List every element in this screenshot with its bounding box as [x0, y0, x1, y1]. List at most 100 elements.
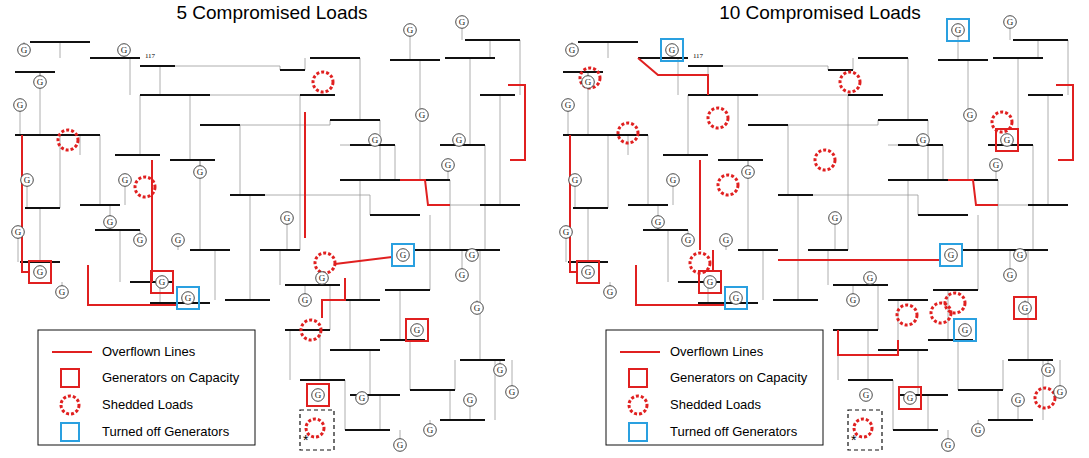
generator-node: G	[729, 291, 743, 305]
legend-sample	[618, 340, 662, 364]
generator-node: G	[33, 265, 47, 279]
generator-node: G	[989, 158, 1003, 172]
legend-text: Generators on Capacity	[102, 370, 239, 385]
generator-node: G	[505, 385, 519, 399]
generator-label: G	[561, 98, 575, 112]
generator-node: G	[403, 23, 417, 37]
legend-text: Turned off Generators	[670, 424, 797, 439]
generator-label: G	[33, 75, 47, 89]
generator-node: G	[280, 211, 294, 225]
off-squares	[661, 19, 976, 341]
generator-label: G	[989, 158, 1003, 172]
generator-node: G	[55, 285, 69, 299]
generator-label: G	[355, 391, 369, 405]
generator-node: G	[455, 15, 469, 29]
generator-node: G	[559, 225, 573, 239]
bus-number: 117	[693, 52, 703, 60]
generator-node: G	[155, 275, 169, 289]
generator-node: G	[455, 268, 469, 282]
generator-label: G	[1013, 248, 1027, 262]
generator-label: G	[951, 23, 965, 37]
generator-node: G	[1018, 301, 1032, 315]
generator-node: G	[916, 133, 930, 147]
legend-text: Generators on Capacity	[670, 370, 807, 385]
grid-right	[563, 22, 1068, 450]
generator-node: G	[171, 233, 185, 247]
generator-node: G	[118, 173, 132, 187]
generator-node: G	[665, 43, 679, 57]
generator-label: G	[396, 248, 410, 262]
generator-label: G	[1053, 385, 1067, 399]
generator-node: G	[103, 215, 117, 229]
generator-label: G	[298, 293, 312, 307]
generator-node: G	[941, 438, 955, 452]
generator-node: G	[452, 133, 466, 147]
generator-label: G	[193, 165, 207, 179]
generator-label: G	[903, 391, 917, 405]
generator-node: G	[846, 293, 860, 307]
overflown-lines	[22, 85, 525, 318]
generator-node: G	[603, 285, 617, 299]
generator-label: G	[493, 363, 507, 377]
left-overlays	[22, 72, 525, 445]
generator-node: G	[396, 248, 410, 262]
generator-node: G	[951, 23, 965, 37]
generator-node: G	[581, 75, 595, 89]
generator-node: G	[1013, 248, 1027, 262]
generator-node: G	[1053, 385, 1067, 399]
generator-label: G	[280, 211, 294, 225]
generator-label: G	[603, 285, 617, 299]
generator-node: G	[581, 265, 595, 279]
generator-node: G	[415, 108, 429, 122]
generator-label: G	[415, 108, 429, 122]
bus-number: 117	[145, 52, 155, 60]
generator-label: G	[1011, 393, 1025, 407]
legend-box	[38, 330, 255, 445]
generator-node: G	[863, 271, 877, 285]
generator-label: G	[505, 385, 519, 399]
generator-label: G	[155, 275, 169, 289]
generator-node: G	[681, 233, 695, 247]
panel-title: 10 Compromised Loads	[719, 1, 921, 24]
generator-node: G	[368, 133, 382, 147]
generator-label: G	[859, 388, 873, 402]
generator-label: G	[651, 215, 665, 229]
generator-label: G	[311, 388, 325, 402]
generator-label: G	[452, 133, 466, 147]
generator-node: G	[11, 225, 25, 239]
generator-node: G	[465, 248, 479, 262]
generator-label: G	[441, 158, 455, 172]
generator-label: G	[1000, 133, 1014, 147]
legend-text: Overflown Lines	[102, 344, 195, 359]
generator-label: G	[941, 438, 955, 452]
generator-label: G	[465, 248, 479, 262]
generator-label: G	[681, 233, 695, 247]
generator-label: G	[1018, 301, 1032, 315]
generator-node: G	[393, 438, 407, 452]
generator-node: G	[741, 165, 755, 179]
legend-text: Shedded Loads	[670, 397, 761, 412]
generator-label: G	[581, 265, 595, 279]
generator-node: G	[13, 98, 27, 112]
generator-label: G	[118, 173, 132, 187]
generator-node: G	[958, 323, 972, 337]
generator-label: G	[103, 215, 117, 229]
generator-node: G	[859, 388, 873, 402]
generator-label: G	[846, 293, 860, 307]
generator-node: G	[410, 323, 424, 337]
generator-label: G	[55, 285, 69, 299]
legend-box	[606, 330, 823, 445]
generator-label: G	[1041, 363, 1055, 377]
generator-label: G	[470, 301, 484, 315]
generator-label: G	[20, 173, 34, 187]
right-overlays	[570, 19, 1073, 445]
generator-label: G	[828, 211, 842, 225]
generator-label: G	[581, 75, 595, 89]
generator-node: G	[133, 233, 147, 247]
generator-label: G	[1003, 268, 1017, 282]
generator-label: G	[455, 268, 469, 282]
generator-label: G	[958, 323, 972, 337]
generator-label: G	[410, 323, 424, 337]
marker-label: *	[851, 432, 856, 449]
